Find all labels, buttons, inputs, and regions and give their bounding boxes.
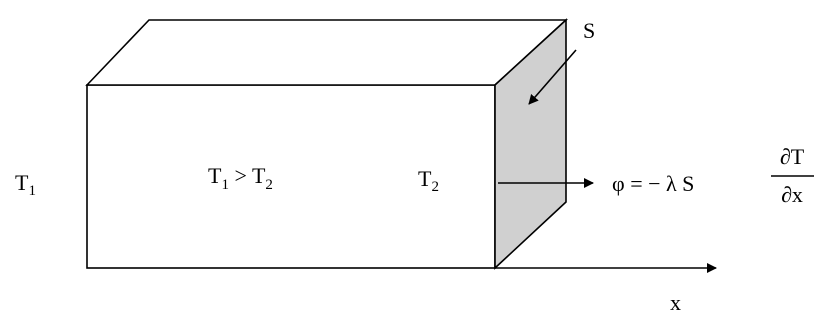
t2-right-label: T2: [418, 166, 439, 195]
surface-pointer-arrow: [528, 49, 577, 105]
x-axis-label: x: [670, 290, 681, 315]
flux-fraction-denominator: ∂x: [781, 182, 803, 207]
flux-formula-lhs: φ = − λ S: [612, 171, 694, 196]
temperature-relation-label: T1 > T2: [208, 163, 273, 193]
block-top-face: [85, 19, 569, 86]
block-front-face: [86, 84, 496, 269]
t1-left-label: T1: [15, 170, 36, 199]
surface-s-label: S: [583, 18, 595, 43]
flux-formula: φ = − λ S ∂T ∂x: [612, 144, 814, 207]
flux-fraction-numerator: ∂T: [780, 144, 805, 169]
